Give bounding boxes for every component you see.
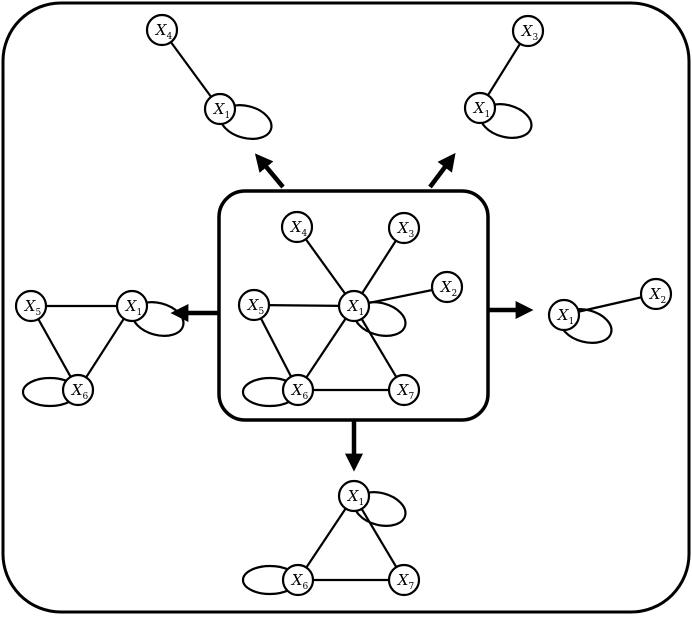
- node-circle: [639, 277, 673, 311]
- node-label: X6: [71, 381, 89, 402]
- node-b7: X7: [387, 563, 421, 597]
- node-label: X7: [397, 381, 415, 402]
- node-label: X1: [473, 99, 490, 120]
- edge-tl4-tl1: [161, 29, 221, 110]
- node-label: X2: [649, 285, 666, 306]
- node-circle: [281, 373, 315, 407]
- node-circle: [145, 13, 179, 47]
- node-label: X4: [155, 21, 173, 42]
- node-circle: [237, 288, 271, 322]
- node-l1: X1: [115, 289, 149, 323]
- node-l6: X6: [61, 373, 95, 407]
- edge-l1-l6: [77, 305, 133, 391]
- arrows-layer: [170, 152, 534, 472]
- node-label: X6: [291, 571, 309, 592]
- arrow-to-top-left: [254, 153, 285, 189]
- node-c2: X2: [430, 270, 464, 304]
- node-circle: [280, 210, 314, 244]
- node-circle: [547, 298, 581, 332]
- node-label: X1: [213, 100, 230, 121]
- node-r2: X2: [639, 277, 673, 311]
- edge-b1-b6: [297, 495, 355, 581]
- node-circle: [61, 373, 95, 407]
- node-circle: [463, 91, 497, 125]
- node-label: X3: [397, 219, 415, 240]
- node-c6: X6: [281, 373, 315, 407]
- node-label: X7: [397, 571, 415, 592]
- node-circle: [115, 289, 149, 323]
- node-circle: [14, 289, 48, 323]
- node-tl4: X4: [145, 13, 179, 47]
- node-l5: X5: [14, 289, 48, 323]
- node-circle: [387, 211, 421, 245]
- node-circle: [387, 373, 421, 407]
- node-label: X1: [347, 297, 364, 318]
- node-circle: [430, 270, 464, 304]
- node-r1: X1: [547, 298, 581, 332]
- node-c5: X5: [237, 288, 271, 322]
- edge-c1-c7: [353, 305, 405, 391]
- node-c3: X3: [387, 211, 421, 245]
- node-b1: X1: [337, 479, 371, 513]
- node-c7: X7: [387, 373, 421, 407]
- node-circle: [281, 563, 315, 597]
- node-label: X1: [125, 297, 142, 318]
- node-label: X4: [290, 218, 308, 239]
- node-label: X2: [440, 278, 457, 299]
- node-circle: [337, 479, 371, 513]
- node-circle: [203, 92, 237, 126]
- node-tr1: X1: [463, 91, 497, 125]
- node-circle: [511, 14, 545, 48]
- node-c1: X1: [337, 289, 371, 323]
- node-tl1: X1: [203, 92, 237, 126]
- node-label: X5: [247, 296, 265, 317]
- node-b6: X6: [281, 563, 315, 597]
- node-circle: [337, 289, 371, 323]
- node-label: X6: [291, 381, 309, 402]
- edge-b1-b7: [353, 495, 405, 581]
- node-label: X3: [521, 22, 539, 43]
- node-tr3: X3: [511, 14, 545, 48]
- node-c4: X4: [280, 210, 314, 244]
- edge-c4-c1: [296, 226, 355, 307]
- node-label: X5: [24, 297, 42, 318]
- node-label: X1: [347, 487, 364, 508]
- node-circle: [387, 563, 421, 597]
- node-label: X1: [557, 306, 574, 327]
- edge-c1-c6: [297, 305, 355, 391]
- arrow-to-top-right: [428, 152, 456, 189]
- edge-c5-c1: [253, 303, 355, 308]
